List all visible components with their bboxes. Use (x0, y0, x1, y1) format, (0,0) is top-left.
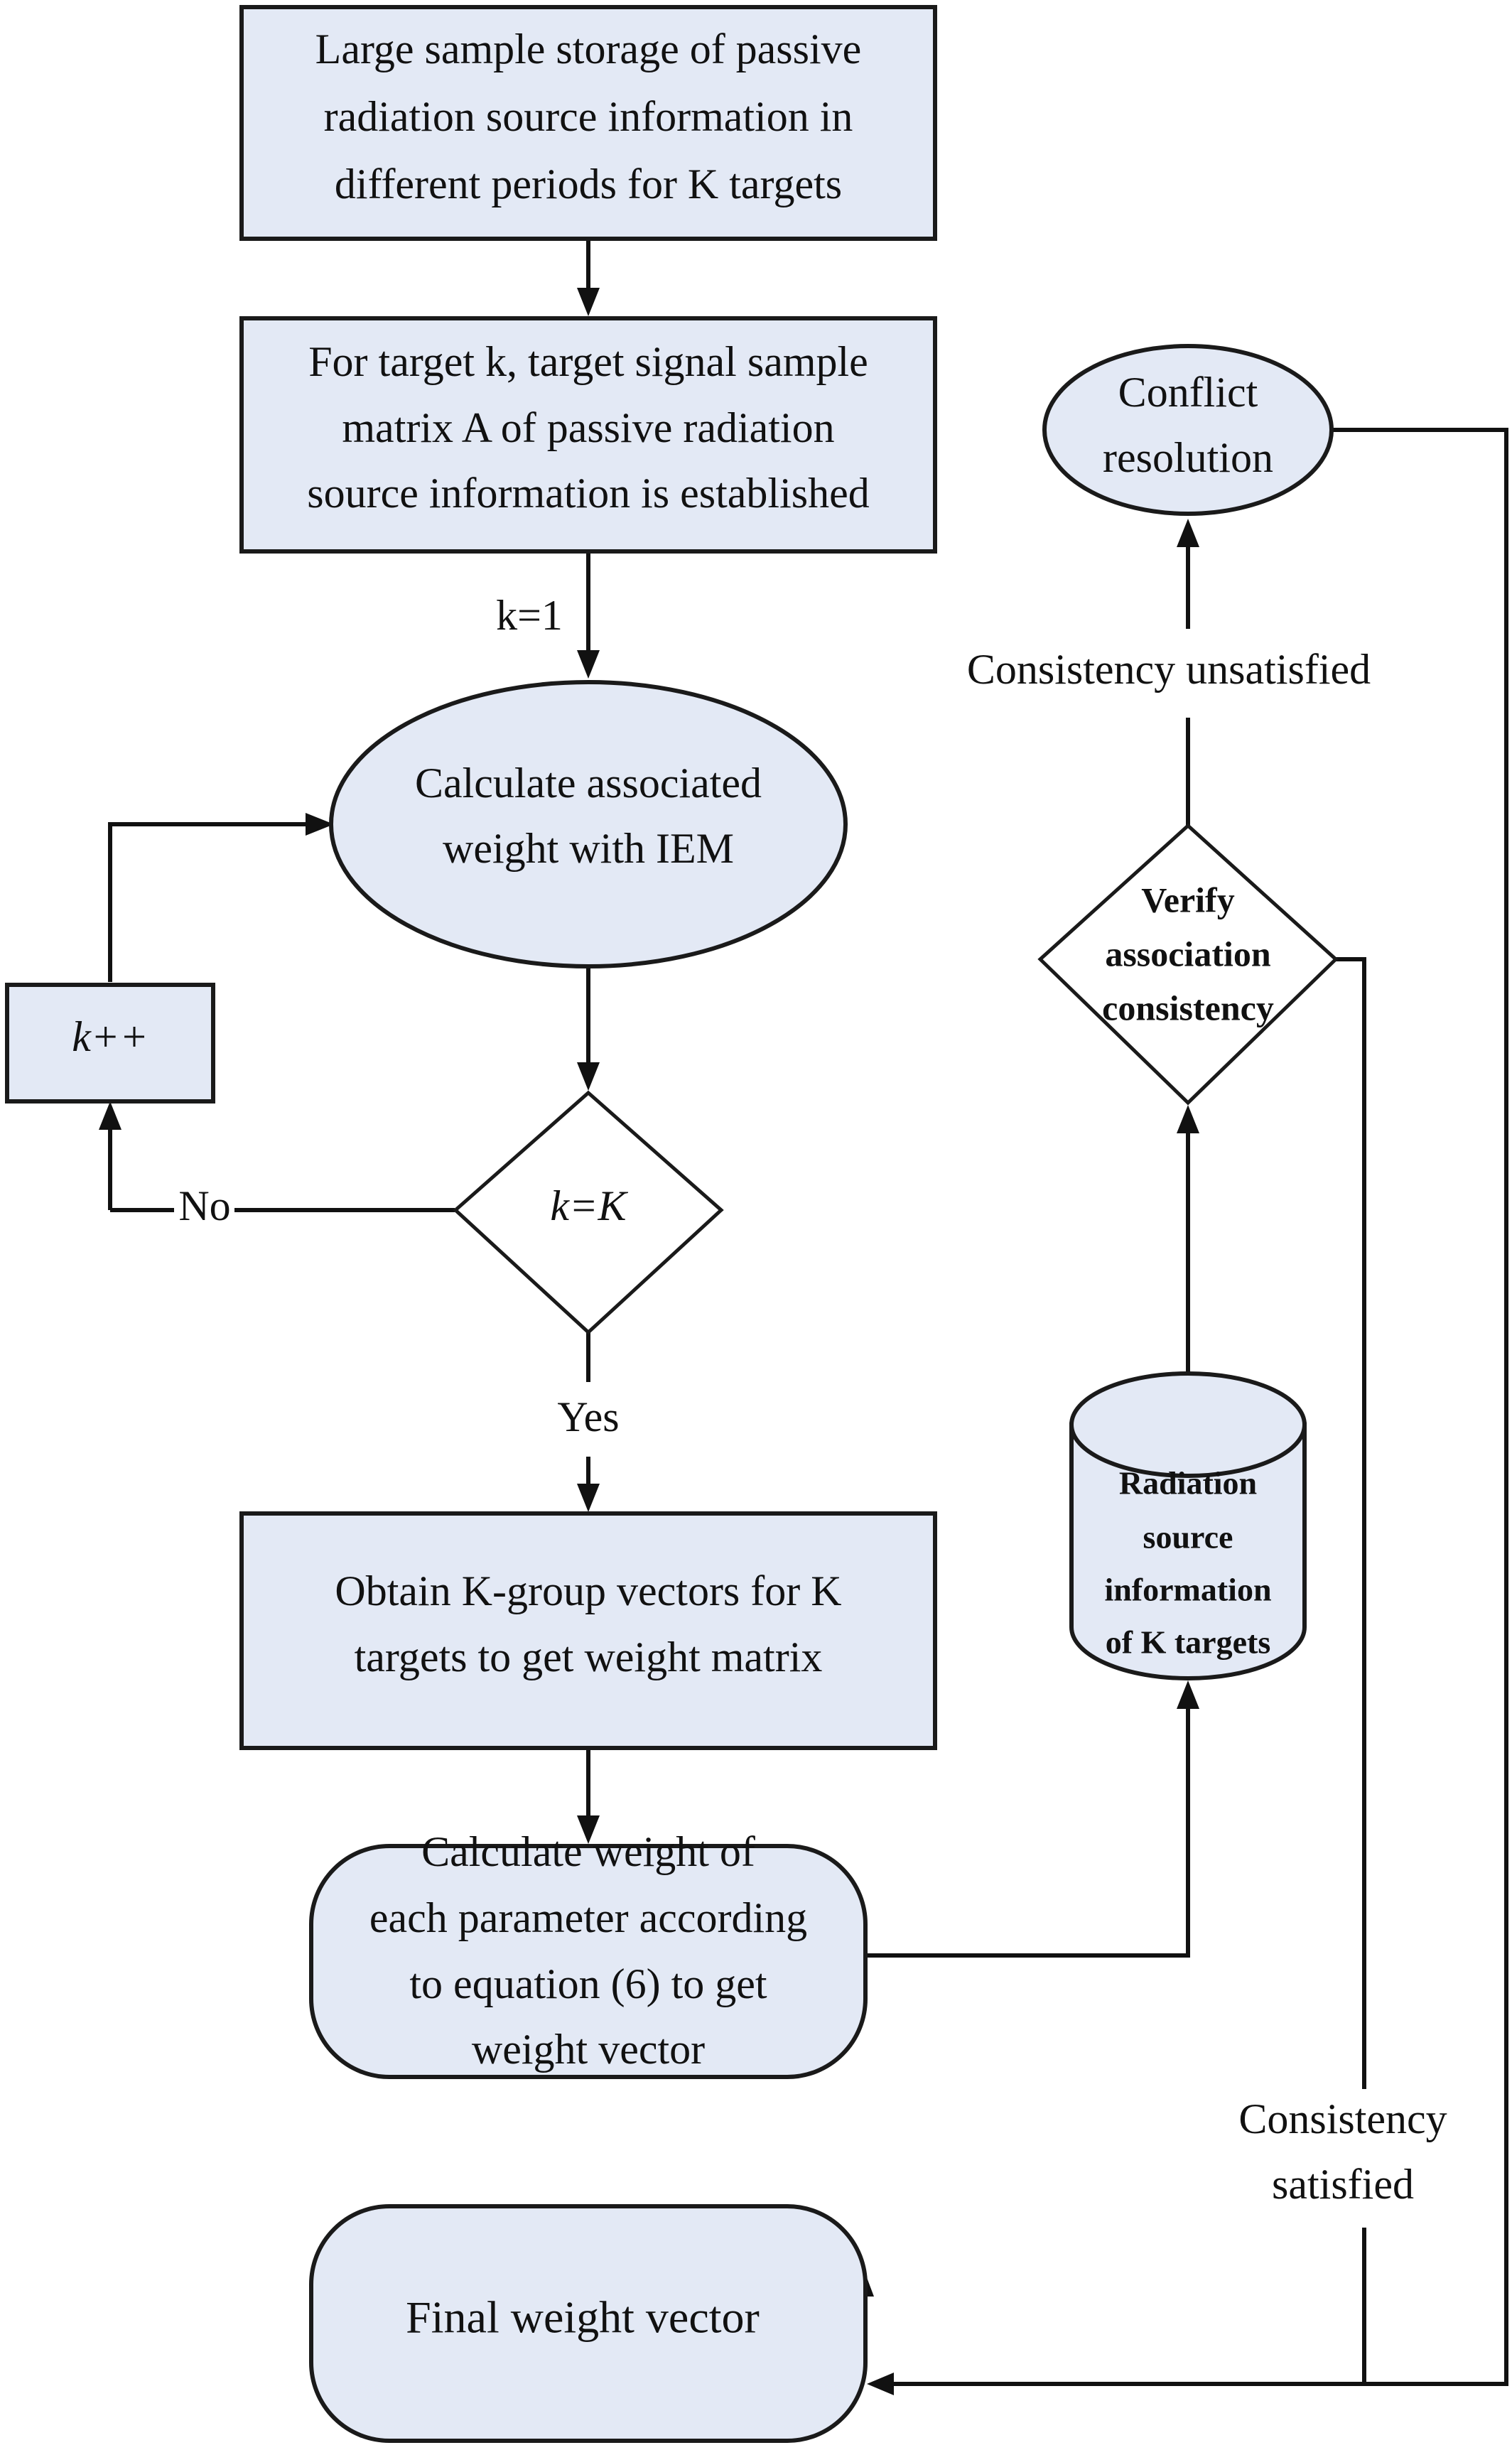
node-obtain-line-2: targets to get weight matrix (355, 1634, 823, 1680)
arrowhead (306, 813, 334, 836)
node-final: Final weight vector (309, 2204, 868, 2443)
label-k-init: k=1 (496, 592, 563, 639)
node-matrix-line-1: For target k, target signal sample (308, 338, 868, 385)
label-unsatisfied: Consistency unsatisfied (967, 646, 1371, 693)
node-verify-line-3: consistency (1102, 988, 1274, 1027)
arrowhead (577, 288, 600, 316)
node-storage-line-3: different periods for K targets (335, 161, 842, 207)
arrowhead (867, 2373, 894, 2395)
node-calc-iem-line-2: weight with IEM (443, 825, 734, 872)
label-satisfied-line-2: satisfied (1272, 2161, 1414, 2208)
node-matrix-line-3: source information is established (307, 470, 869, 517)
node-calc-weight-line-3: to equation (6) to get (409, 1960, 767, 2007)
node-obtain-line-1: Obtain K-group vectors for K (335, 1567, 841, 1614)
arrowhead (577, 1484, 600, 1512)
node-matrix-line-2: matrix A of passive radiation (342, 404, 834, 451)
node-verify: Verify association consistency (1037, 823, 1339, 1106)
arrowhead (577, 1062, 600, 1091)
node-matrix: For target k, target signal sample matri… (239, 316, 937, 554)
node-k-increment: k++ (5, 983, 215, 1103)
arrowhead (577, 650, 600, 679)
node-verify-line-1: Verify (1141, 880, 1234, 919)
node-calc-iem-line-1: Calculate associated (415, 760, 762, 806)
node-radiation-db-line-1: Radiation (1119, 1465, 1257, 1501)
arrowhead (1177, 519, 1199, 547)
arrowhead (99, 1101, 122, 1130)
node-obtain: Obtain K-group vectors for K targets to … (239, 1511, 937, 1750)
node-storage: Large sample storage of passive radiatio… (239, 5, 937, 241)
arrowhead (1177, 1105, 1199, 1133)
label-satisfied-bg (1211, 2089, 1489, 2228)
node-calc-iem: Calculate associated weight with IEM (329, 680, 848, 968)
node-k-check-label: k=K (550, 1182, 628, 1229)
node-calc-weight-line-4: weight vector (472, 2026, 705, 2073)
label-no: No (178, 1182, 230, 1229)
node-storage-line-2: radiation source information in (324, 93, 853, 140)
node-calc-weight-line-1: Calculate weight of (421, 1828, 755, 1875)
node-k-check: k=K (453, 1090, 724, 1335)
node-verify-line-2: association (1105, 934, 1271, 973)
node-storage-line-1: Large sample storage of passive (315, 26, 862, 72)
node-calc-weight: Calculate weight of each parameter accor… (309, 1828, 868, 2079)
arrowhead (1177, 1680, 1199, 1709)
node-k-increment-label: k++ (72, 1013, 148, 1060)
node-radiation-db: Radiation source information of K target… (1069, 1371, 1307, 1680)
node-conflict-line-2: resolution (1103, 434, 1273, 481)
node-radiation-db-line-2: source (1143, 1519, 1233, 1555)
node-conflict-line-1: Conflict (1118, 369, 1258, 416)
label-unsatisfied-bg (931, 643, 1407, 703)
node-final-label: Final weight vector (406, 2292, 760, 2343)
arrowhead (577, 1815, 600, 1844)
connectors (99, 240, 1508, 2395)
node-calc-weight-line-2: each parameter according (369, 1894, 807, 1941)
label-satisfied-line-1: Consistency (1238, 2095, 1447, 2142)
node-radiation-db-line-4: of K targets (1106, 1624, 1270, 1661)
node-conflict: Conflict resolution (1042, 344, 1334, 516)
label-yes: Yes (557, 1393, 619, 1440)
node-radiation-db-line-3: information (1104, 1572, 1271, 1608)
